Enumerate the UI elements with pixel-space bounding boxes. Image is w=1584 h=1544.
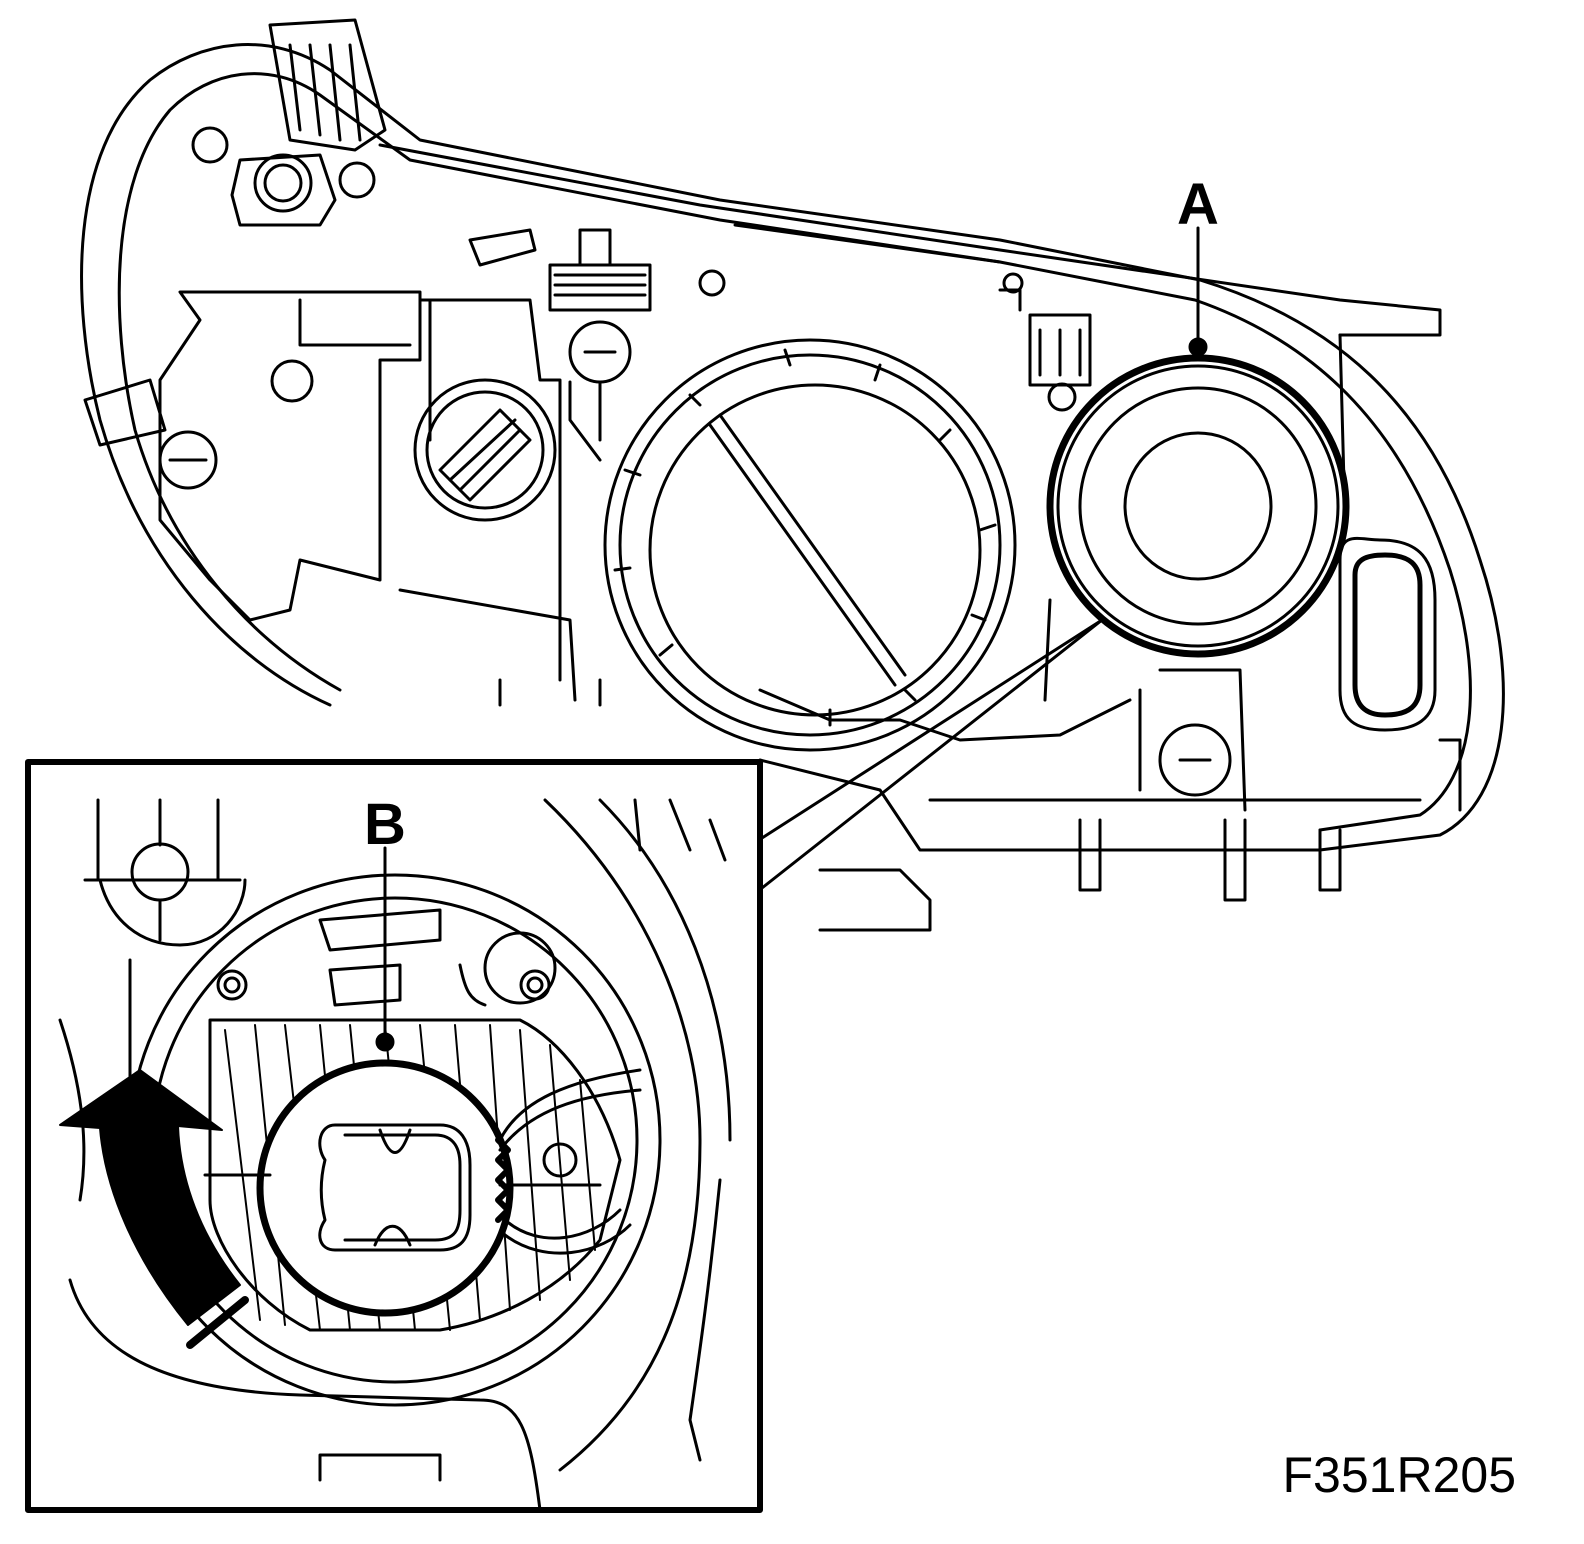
headlamp-housing (80, 18, 1505, 932)
inset-detail (25, 759, 763, 1513)
curved-arrow-up-icon (59, 1069, 241, 1326)
callout-leaders (375, 226, 1208, 1052)
figure-code: F351R205 (1282, 1447, 1517, 1503)
callout-label-a: A (1177, 172, 1219, 237)
callout-label-b: B (364, 792, 406, 857)
callout-pointer (760, 618, 1104, 890)
